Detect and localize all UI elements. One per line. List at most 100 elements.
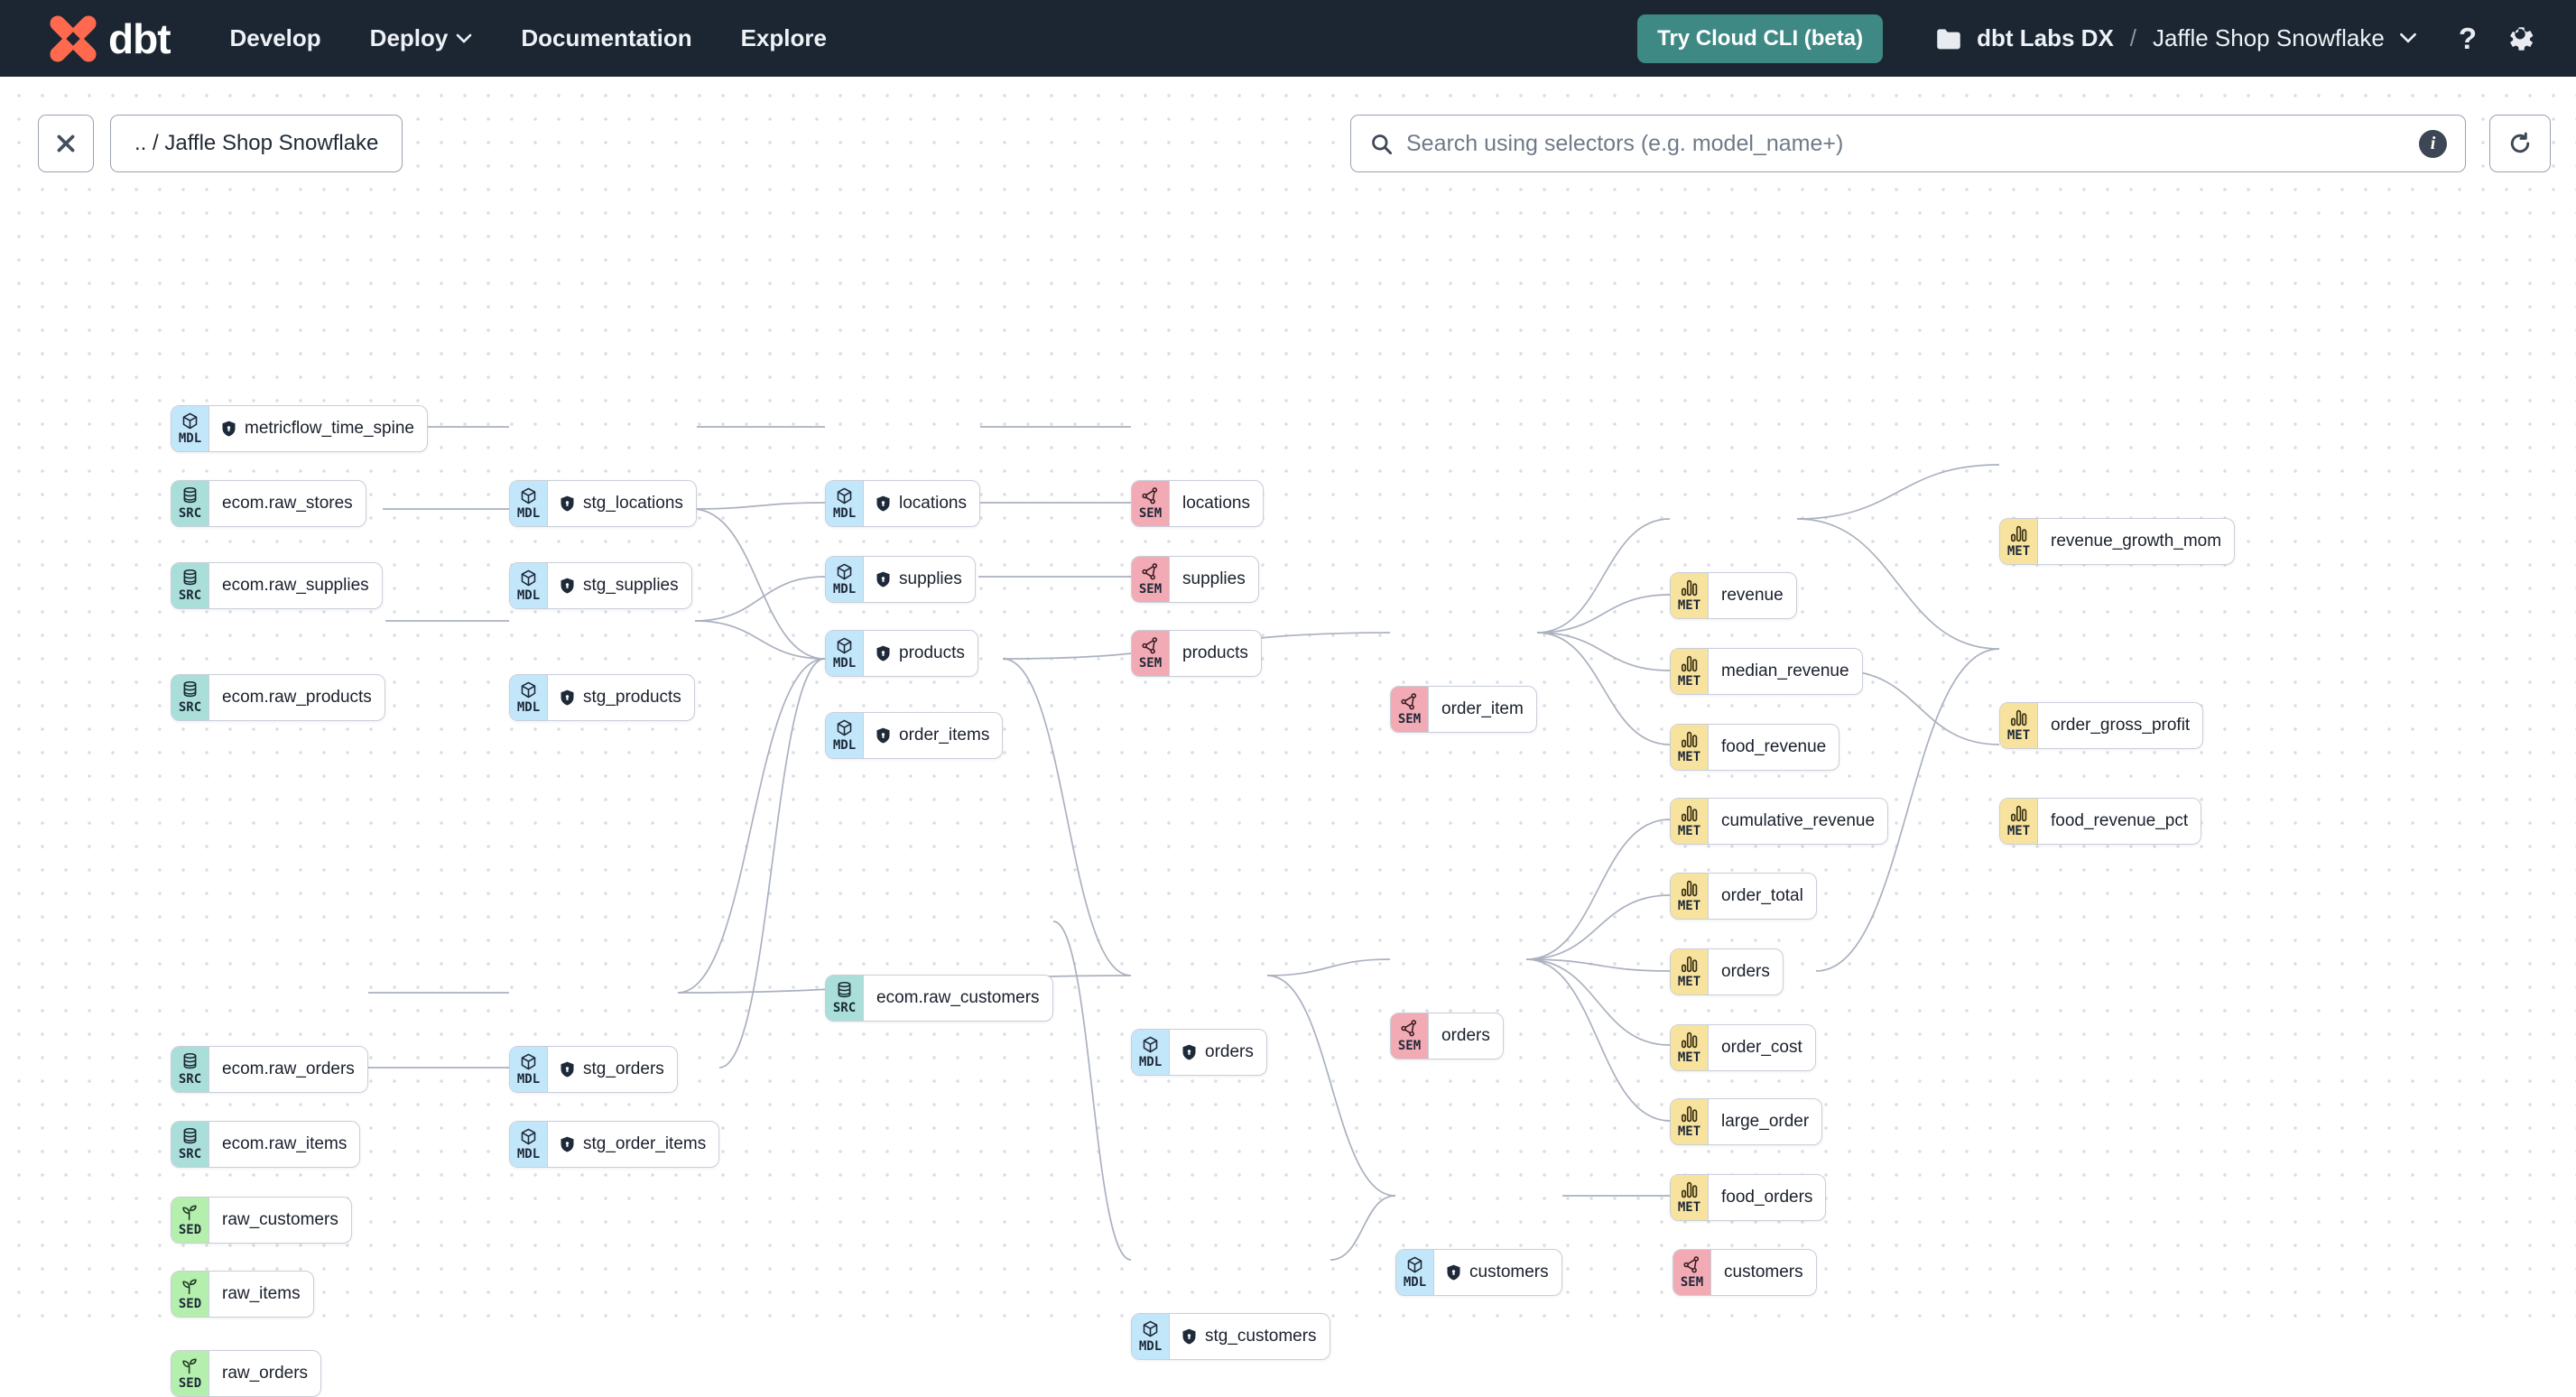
node-label: locations — [1182, 494, 1250, 513]
node-type-badge: SRC — [171, 563, 209, 608]
node-type-badge: SEM — [1132, 557, 1170, 602]
project-breadcrumb[interactable]: dbt Labs DX / Jaffle Shop Snowflake — [1933, 23, 2417, 54]
node-type-label: MET — [1677, 899, 1701, 913]
node-type-badge: MDL — [826, 713, 864, 758]
node-stg-order-items[interactable]: MDL stg_order_items — [509, 1121, 720, 1168]
node-label: order_items — [899, 726, 990, 745]
gear-icon[interactable] — [2504, 23, 2536, 55]
try-cloud-cli-button[interactable]: Try Cloud CLI (beta) — [1637, 14, 1884, 63]
node-type-label: MDL — [178, 431, 202, 446]
dbt-logo[interactable]: dbt — [47, 13, 171, 65]
node-type-label: MDL — [516, 1072, 541, 1087]
nav-item-explore[interactable]: Explore — [740, 24, 827, 51]
nav-item-documentation[interactable]: Documentation — [521, 24, 692, 51]
node-label: median_revenue — [1721, 661, 1849, 680]
semantic-graph-icon — [1142, 487, 1158, 504]
nav-item-develop[interactable]: Develop — [229, 24, 321, 51]
shield-icon — [561, 578, 574, 594]
node-type-label: SEM — [1138, 656, 1163, 671]
node-type-label: SRC — [178, 506, 202, 521]
folder-icon — [1937, 28, 1960, 49]
lineage-breadcrumb[interactable]: .. / Jaffle Shop Snowflake — [110, 115, 403, 172]
node-label: stg_order_items — [583, 1134, 707, 1153]
semantic-graph-icon — [1142, 637, 1158, 654]
selector-search[interactable]: i — [1350, 115, 2466, 172]
breadcrumb-separator: / — [2129, 24, 2137, 51]
node-type-label: SEM — [1680, 1275, 1704, 1290]
node-label: raw_items — [222, 1284, 301, 1303]
node-type-label: MDL — [516, 1147, 541, 1161]
node-type-badge: MDL — [1132, 1314, 1170, 1359]
bar-chart-icon — [2010, 525, 2027, 542]
shield-icon — [561, 1136, 574, 1152]
seedling-icon — [182, 1279, 197, 1295]
refresh-button[interactable] — [2489, 115, 2551, 172]
node-type-badge: SEM — [1391, 687, 1429, 732]
search-input[interactable] — [1406, 130, 2419, 157]
node-type-badge: SRC — [171, 675, 209, 720]
node-label: products — [1182, 643, 1248, 662]
database-icon — [183, 680, 197, 698]
cube-icon — [1407, 1256, 1422, 1273]
node-stg-customers[interactable]: MDL stg_customers — [1131, 1313, 1330, 1360]
node-type-badge: MET — [1671, 1175, 1709, 1220]
close-lineage-button[interactable] — [38, 115, 94, 172]
node-type-badge: SEM — [1132, 631, 1170, 676]
node-label: stg_customers — [1205, 1327, 1317, 1346]
node-type-badge: SED — [171, 1198, 209, 1243]
cube-icon — [837, 563, 852, 580]
cube-icon — [837, 487, 852, 504]
node-order-items[interactable]: MDL order_items — [825, 712, 1004, 759]
node-products[interactable]: SEM products — [1131, 630, 1262, 677]
shield-icon — [876, 727, 890, 744]
cube-icon — [521, 681, 536, 698]
shield-icon — [876, 571, 890, 587]
node-type-label: MET — [2006, 728, 2031, 743]
node-type-badge: MDL — [1132, 1030, 1170, 1075]
node-type-badge: MET — [1671, 1099, 1709, 1144]
node-type-label: MDL — [516, 700, 541, 715]
node-label: stg_locations — [583, 494, 683, 513]
help-icon[interactable]: ? — [2458, 21, 2477, 55]
info-icon[interactable]: i — [2419, 129, 2447, 158]
nav-item-deploy[interactable]: Deploy — [370, 24, 473, 52]
node-type-badge: MET — [2000, 519, 2038, 564]
